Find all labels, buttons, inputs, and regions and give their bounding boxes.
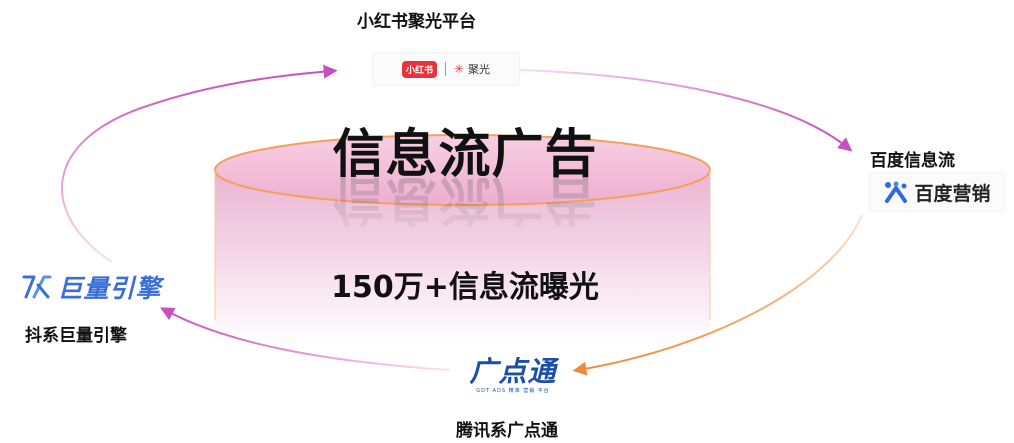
arrow-douyin-to-xiaohongshu — [61, 64, 338, 263]
xiaohongshu-logo-icon: 小红书 — [401, 60, 437, 78]
gdt-logo: 广点通 GDT ADS 精准 营销 平台 — [465, 353, 561, 398]
arrow-baidu-to-tencent — [572, 214, 863, 376]
platform-label-douyin: 抖系巨量引擎 — [25, 326, 127, 346]
platform-label-xiaohongshu: 小红书聚光平台 — [357, 12, 476, 32]
center-metric: 150万+信息流曝光 — [331, 270, 599, 305]
spark-icon: ✳ — [453, 62, 465, 76]
arrow-tencent-to-douyin — [160, 307, 451, 371]
arrow-xiaohongshu-to-baidu — [519, 69, 853, 152]
platform-label-tencent: 腾讯系广点通 — [456, 421, 558, 441]
gdt-logo-icon: 广点通 — [469, 354, 557, 388]
xiaohongshu-logo-text: 聚光 — [468, 63, 491, 76]
baidu-logo: 百度营销 — [869, 172, 1005, 212]
center-title-reflection: 信息流广告 — [332, 178, 598, 229]
ocean-engine-logo: 巨量引擎 — [20, 267, 162, 307]
cylinder — [214, 134, 711, 345]
platform-label-baidu: 百度信息流 — [870, 151, 955, 171]
baidu-logo-text: 百度营销 — [914, 182, 991, 205]
logo-divider — [444, 62, 446, 76]
center-title: 信息流广告 — [332, 125, 598, 185]
ocean-engine-logo-icon — [22, 275, 52, 299]
baidu-logo-icon — [885, 181, 908, 203]
gdt-logo-subtext: GDT ADS 精准 营销 平台 — [476, 387, 550, 394]
ocean-engine-logo-text: 巨量引擎 — [57, 274, 162, 303]
xiaohongshu-logo: 小红书 ✳ 聚光 — [372, 52, 520, 86]
